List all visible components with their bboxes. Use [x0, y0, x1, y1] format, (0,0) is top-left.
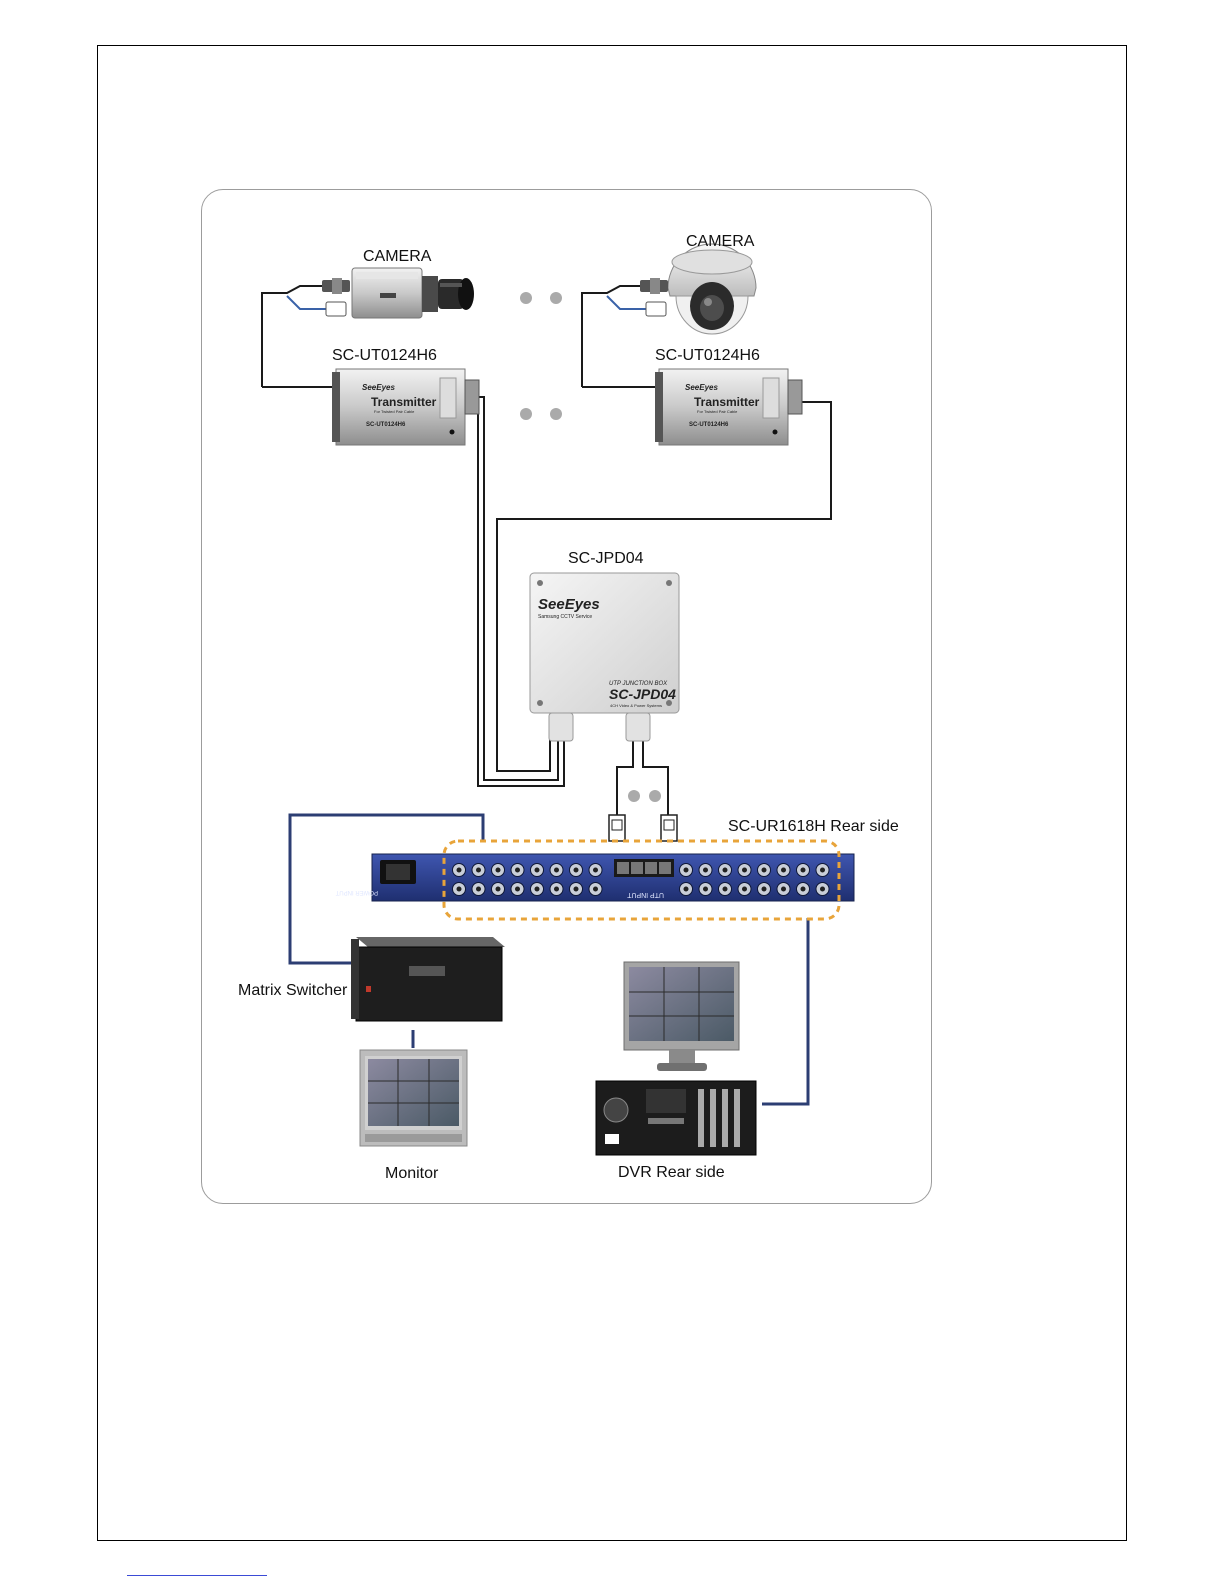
dvr-rear-panel: [595, 1080, 757, 1156]
bnc-port-center: [456, 867, 462, 873]
bnc-port-center: [820, 886, 825, 892]
bnc-port-center: [742, 867, 747, 873]
cable-camera-right-power: [606, 295, 650, 310]
bnc-port-center: [683, 867, 689, 873]
bnc-port-center: [683, 886, 689, 892]
jbox-desc: 4CH Video & Power Systems: [610, 703, 662, 708]
crt-monitor: [359, 1049, 468, 1147]
jbox-brand: SeeEyes: [538, 596, 600, 613]
bnc-port-center: [554, 867, 559, 873]
monitor-label: Monitor: [385, 1165, 439, 1182]
rack-power-label: POWER INPUT: [335, 889, 378, 895]
bnc-port-center: [781, 886, 786, 892]
bnc-port-center: [781, 867, 786, 873]
box-camera: [351, 267, 474, 319]
bnc-port-center: [476, 867, 481, 873]
bnc-port-center: [573, 886, 579, 892]
dome-camera: [667, 243, 757, 335]
cable-tx-right-to-jbox: [496, 401, 832, 772]
bnc-port-center: [476, 886, 481, 892]
transmitter-left-label: SC-UT0124H6: [332, 347, 437, 364]
bnc-port-center: [593, 886, 598, 892]
tx-right-model: SC-UT0124H6: [689, 422, 729, 428]
receiver-label: SC-UR1618H Rear side: [728, 818, 899, 835]
bnc-port-center: [800, 886, 806, 892]
lcd-monitor: [623, 961, 740, 1071]
matrix-switcher-label: Matrix Switcher: [238, 982, 348, 999]
bnc-port-center: [456, 886, 462, 892]
tx-right-brand: SeeEyes: [685, 383, 718, 392]
bnc-port-center: [515, 867, 520, 873]
junction-box: [529, 572, 680, 742]
jbox-model: SC-JPD04: [609, 686, 676, 702]
bnc-port-center: [593, 867, 598, 873]
receiver-highlight: [442, 839, 841, 921]
cable-camera-left: [261, 285, 350, 388]
bnc-port-center: [761, 886, 767, 892]
tx-left-title: Transmitter: [371, 395, 437, 409]
rj45-plug-left: [608, 814, 626, 842]
bnc-port-center: [722, 886, 728, 892]
bnc-port-center: [495, 886, 501, 892]
footer-rule: [127, 1575, 267, 1576]
bnc-port-center: [800, 867, 806, 873]
cable-receiver-to-matrix: [288, 813, 485, 965]
camera-left-label: CAMERA: [363, 248, 432, 265]
tx-left-brand: SeeEyes: [362, 383, 395, 392]
bnc-connector-right: [640, 278, 668, 317]
ellipsis-dots: [520, 292, 661, 802]
cable-jbox-to-receiver: [616, 740, 669, 815]
bnc-port-center: [573, 867, 579, 873]
bnc-port-center: [703, 886, 708, 892]
cable-tx-left-to-jbox-b: [477, 397, 565, 787]
transmitter-left: [332, 368, 480, 446]
bnc-port-center: [742, 886, 747, 892]
tx-left-model: SC-UT0124H6: [366, 422, 406, 428]
page-frame: [97, 45, 1127, 1541]
rack-utp-label: UTP INPUT: [626, 891, 664, 898]
cable-tx-left-to-jbox: [478, 396, 559, 781]
bnc-row-top: [452, 863, 830, 877]
bnc-port-center: [820, 867, 825, 873]
bnc-port-center: [534, 886, 540, 892]
tx-right-title: Transmitter: [694, 395, 760, 409]
transmitter-right-label: SC-UT0124H6: [655, 347, 760, 364]
bnc-port-center: [534, 867, 540, 873]
bnc-port-center: [495, 867, 501, 873]
tx-right-sub: For Twisted Pair Cable: [697, 409, 738, 414]
jbox-tagline: Samsung CCTV Service: [538, 614, 592, 620]
jbox-type: UTP JUNCTION BOX: [609, 681, 668, 687]
rj45-plug-right: [660, 814, 678, 842]
cable-receiver-to-dvr: [762, 918, 810, 1106]
cable-camera-left-power: [286, 295, 330, 310]
bnc-port-center: [761, 867, 767, 873]
transmitter-right: [655, 368, 803, 446]
dvr-label: DVR Rear side: [618, 1164, 725, 1181]
bnc-port-center: [554, 886, 559, 892]
bnc-port-center: [515, 886, 520, 892]
matrix-switcher: [351, 937, 505, 1022]
camera-right-label: CAMERA: [686, 233, 755, 250]
junction-box-label: SC-JPD04: [568, 550, 644, 567]
bnc-connector-left: [322, 278, 350, 317]
receiver-rack: [371, 853, 855, 902]
bnc-port-center: [703, 867, 708, 873]
bnc-port-center: [722, 867, 728, 873]
bnc-row-bottom: [452, 882, 830, 896]
cable-camera-right: [581, 285, 668, 388]
tx-left-sub: For Twisted Pair Cable: [374, 409, 415, 414]
